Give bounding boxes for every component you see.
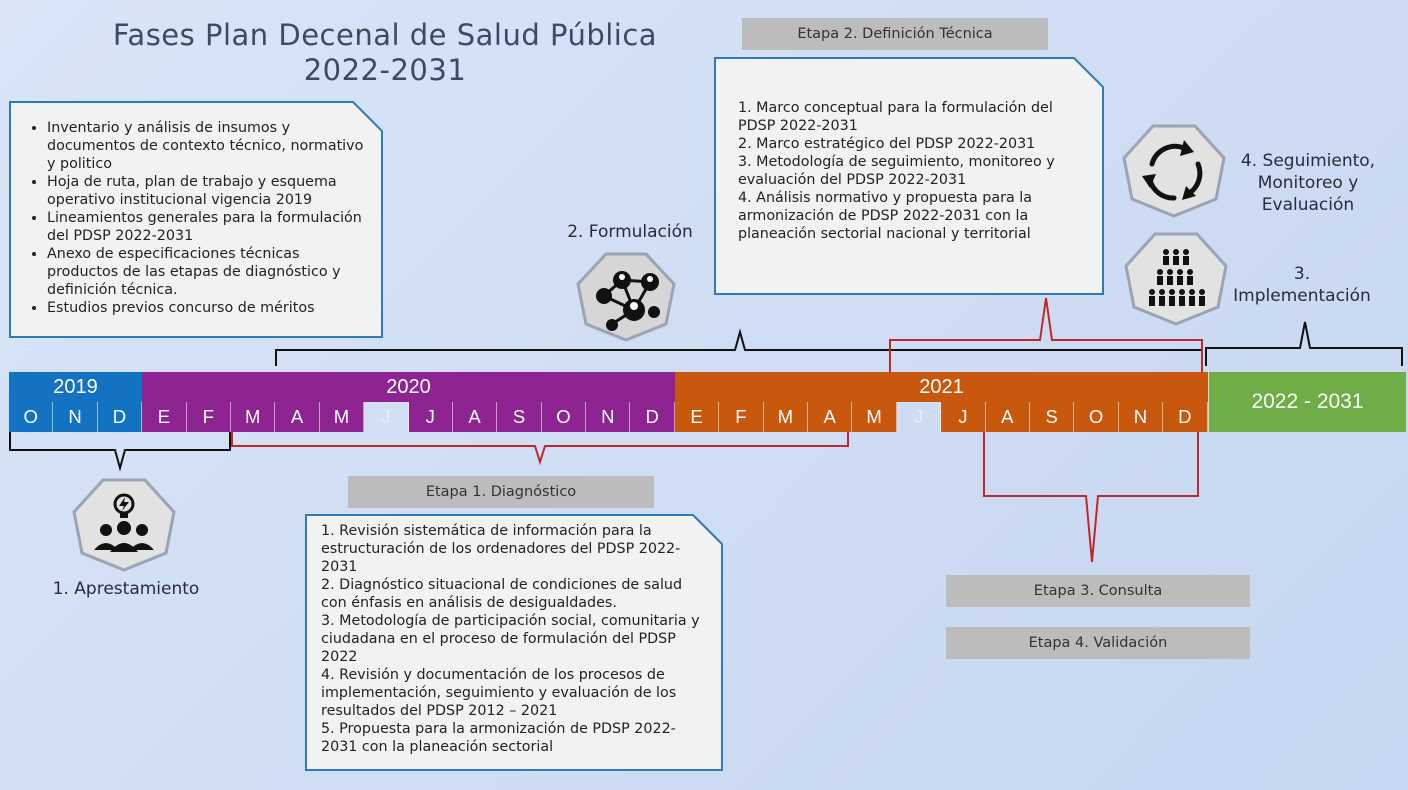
month-cell: M	[763, 402, 809, 432]
month-cell: N	[1118, 402, 1164, 432]
month-cell: D	[97, 402, 143, 432]
implementacion-line1: 3.	[1293, 264, 1311, 284]
month-cell: M	[852, 402, 897, 432]
formulacion-bracket	[275, 328, 1203, 366]
list-item: 4. Revisión y documentación de los proce…	[321, 667, 677, 719]
crowd-people-icon	[1124, 232, 1228, 326]
seguimiento-label: 4. Seguimiento, Monitoreo y Evaluación	[1228, 150, 1388, 216]
year-2022-2031: 2022 - 2031	[1209, 372, 1406, 432]
list-item: 1. Marco conceptual para la formulación …	[738, 100, 1053, 134]
month-cell: S	[497, 402, 542, 432]
apprestamiento-label: 1. Aprestamiento	[52, 579, 200, 599]
list-item: 1. Revisión sistemática de información p…	[321, 523, 681, 575]
apprestamiento-bracket	[9, 432, 231, 472]
list-item: 4. Análisis normativo y propuesta para l…	[738, 190, 1033, 242]
month-cell: E	[674, 402, 720, 432]
definicion-box: 1. Marco conceptual para la formulación …	[714, 57, 1104, 295]
list-item: Estudios previos concurso de méritos	[47, 299, 367, 317]
title-line1: Fases Plan Decenal de Salud Pública	[112, 18, 658, 52]
list-item: 5. Propuesta para la armonización de PDS…	[321, 721, 676, 755]
month-cell: A	[452, 402, 498, 432]
etapa2-bracket	[889, 297, 1203, 372]
title-line2: 2022-2031	[303, 53, 467, 87]
etapa3-label: Etapa 3. Consulta	[946, 575, 1250, 607]
formulacion-label: 2. Formulación	[567, 222, 693, 242]
seguimiento-line3: Evaluación	[1261, 195, 1355, 215]
seguimiento-line1: 4. Seguimiento,	[1240, 151, 1376, 171]
aprestamiento-box: Inventario y análisis de insumos y docum…	[9, 101, 383, 338]
implementacion-bracket	[1205, 321, 1403, 366]
implementacion-line2: Implementación	[1233, 286, 1371, 306]
month-cell: N	[586, 402, 631, 432]
list-item: Anexo de especificaciones técnicas produ…	[47, 245, 367, 299]
timeline: 2019 2020 2021 O N D E F M A M J J A S O…	[9, 372, 1406, 432]
list-item: Hoja de ruta, plan de trabajo y esquema …	[47, 173, 367, 209]
etapa1-bracket	[231, 432, 849, 466]
month-cell: O	[541, 402, 587, 432]
month-cell: D	[1163, 402, 1208, 432]
definicion-list: 1. Marco conceptual para la formulación …	[738, 99, 1084, 243]
month-cell: A	[985, 402, 1030, 432]
month-cell: E	[142, 402, 187, 432]
month-cell: J	[364, 402, 409, 432]
month-cell: S	[1029, 402, 1075, 432]
month-cell: J	[897, 402, 942, 432]
diagnostico-list: 1. Revisión sistemática de información p…	[321, 522, 707, 756]
months-row: O N D E F M A M J J A S O N D E F M A M …	[9, 402, 1208, 432]
people-idea-icon	[72, 478, 176, 572]
month-cell: A	[808, 402, 853, 432]
month-cell: D	[630, 402, 675, 432]
seguimiento-line2: Monitoreo y	[1257, 173, 1359, 193]
page-title: Fases Plan Decenal de Salud Pública 2022…	[80, 18, 690, 88]
list-item: 3. Metodología de seguimiento, monitoreo…	[738, 154, 1055, 188]
list-item: 2. Marco estratégico del PDSP 2022-2031	[738, 136, 1036, 152]
month-cell: N	[53, 402, 98, 432]
network-people-icon	[576, 252, 676, 342]
cycle-arrows-icon	[1122, 124, 1226, 218]
month-cell: J	[408, 402, 453, 432]
list-item: Lineamientos generales para la formulaci…	[47, 209, 367, 245]
years-row: 2019 2020 2021	[9, 372, 1208, 402]
month-cell: A	[275, 402, 320, 432]
year-2019: 2019	[9, 372, 142, 402]
year-2020: 2020	[142, 372, 675, 402]
month-cell: O	[1074, 402, 1119, 432]
diagnostico-box: 1. Revisión sistemática de información p…	[305, 514, 723, 771]
implementacion-label: 3. Implementación	[1222, 263, 1382, 307]
year-2021: 2021	[675, 372, 1208, 402]
month-cell: M	[230, 402, 276, 432]
etapa2-label: Etapa 2. Definición Técnica	[742, 18, 1048, 50]
month-cell: J	[941, 402, 986, 432]
aprestamiento-list: Inventario y análisis de insumos y docum…	[11, 119, 367, 317]
list-item: Inventario y análisis de insumos y docum…	[47, 119, 367, 173]
etapa34-bracket	[983, 432, 1199, 563]
month-cell: F	[186, 402, 231, 432]
month-cell: F	[719, 402, 764, 432]
month-cell: M	[319, 402, 365, 432]
month-cell: O	[9, 402, 54, 432]
list-item: 2. Diagnóstico situacional de condicione…	[321, 577, 683, 611]
etapa4-label: Etapa 4. Validación	[946, 627, 1250, 659]
list-item: 3. Metodología de participación social, …	[321, 613, 700, 665]
etapa1-label: Etapa 1. Diagnóstico	[348, 476, 654, 508]
